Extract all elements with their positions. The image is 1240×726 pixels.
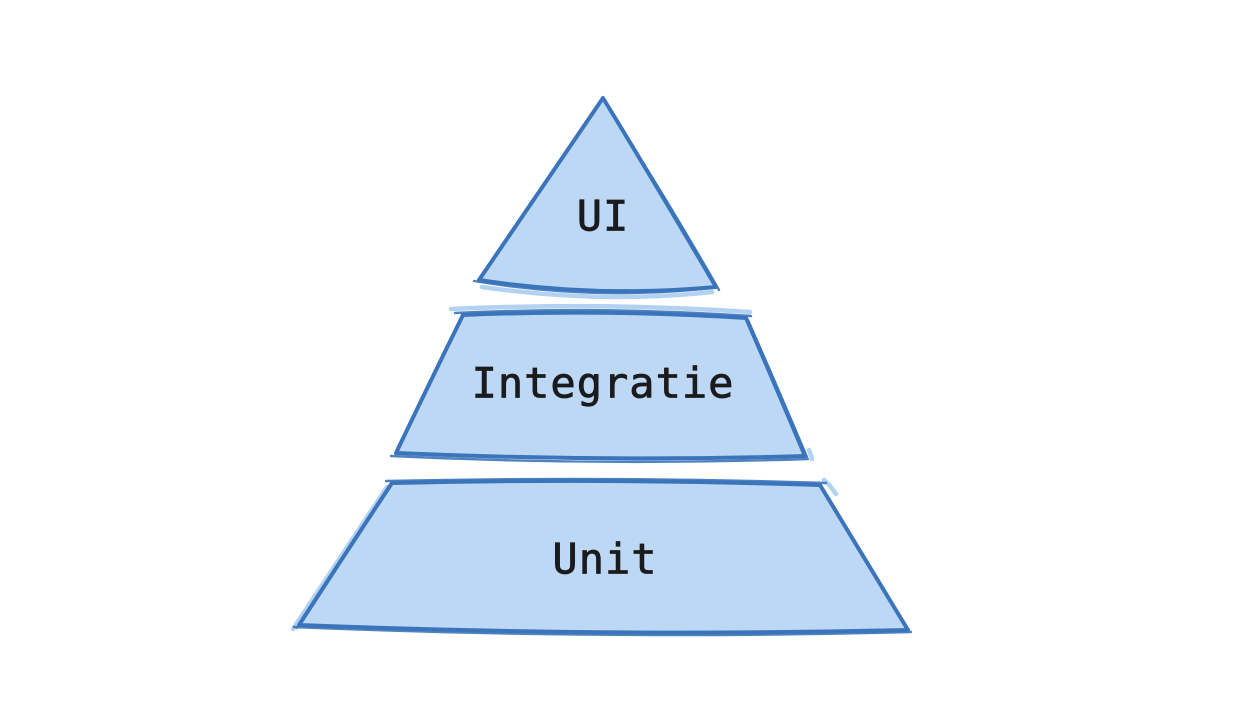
pyramid-layer-unit[interactable]: Unit: [290, 477, 913, 637]
unit-shape-accent-stroke: [292, 477, 913, 637]
pyramid-layer-ui[interactable]: UI: [472, 96, 721, 300]
integration-shape-accent-stroke: [389, 308, 810, 464]
ui-shape-ghost-stroke: [479, 284, 715, 300]
ui-shape-accent-stroke: [472, 99, 721, 295]
unit-layer-label: Unit: [552, 535, 657, 584]
pyramid-layer-integration[interactable]: Integratie: [389, 303, 815, 464]
integration-layer-label: Integratie: [472, 359, 735, 408]
integration-trapezoid-shape: [394, 310, 807, 461]
ui-layer-label: UI: [577, 192, 630, 241]
integration-shape-ghost-stroke: [448, 303, 815, 462]
